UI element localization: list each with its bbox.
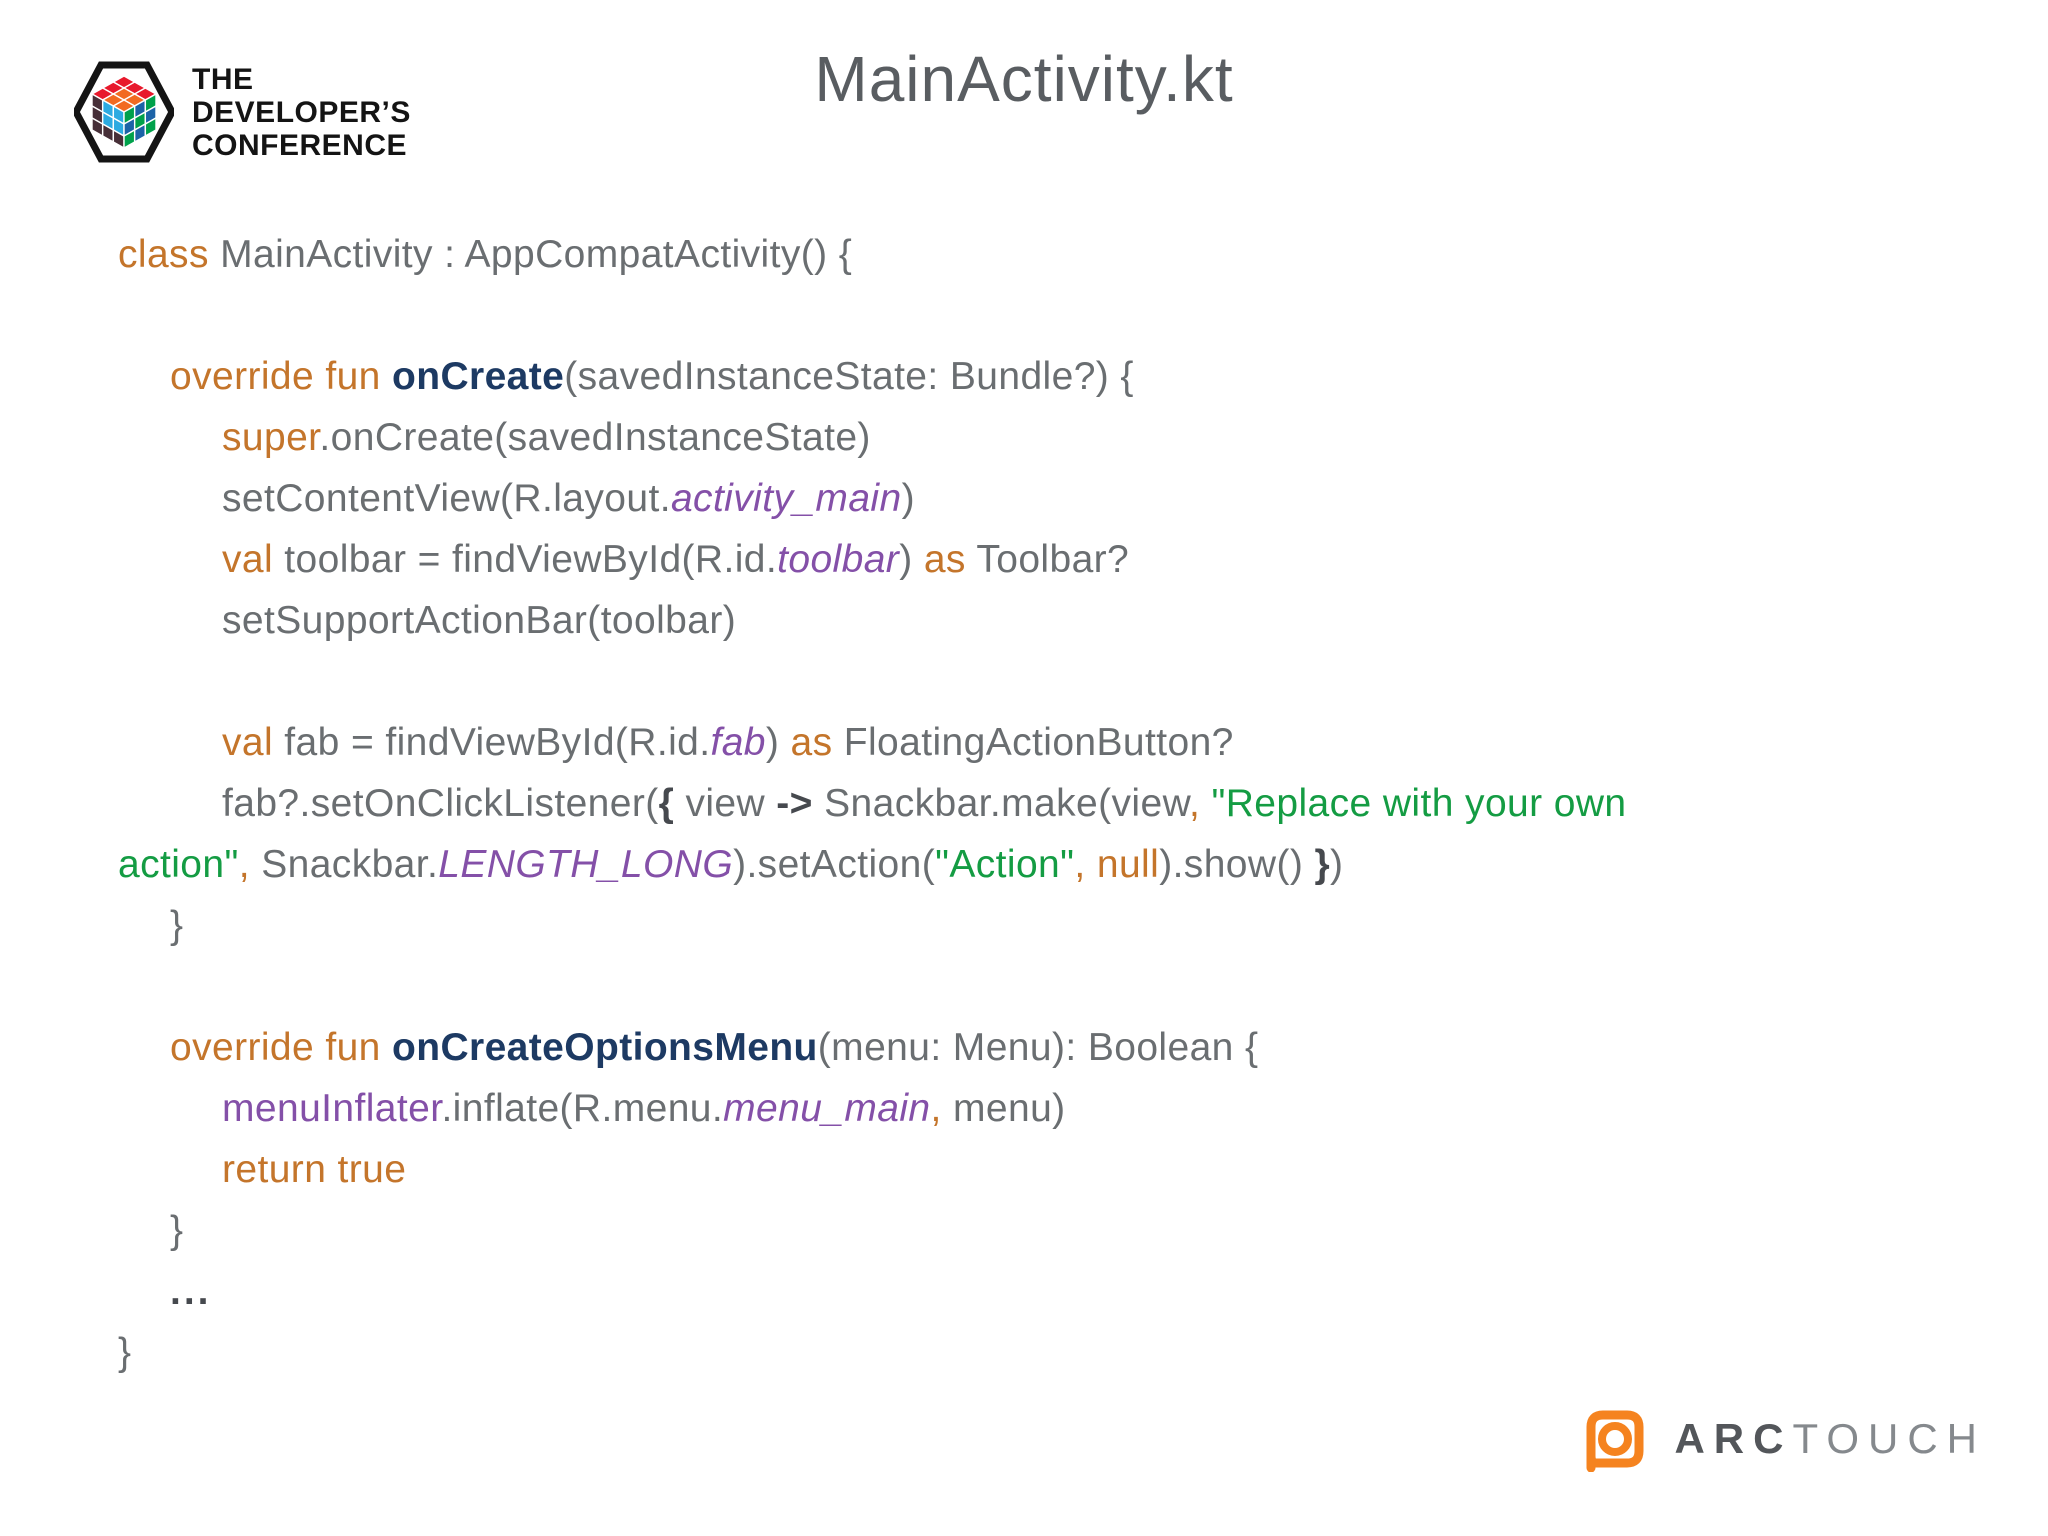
code-token: .onCreate(savedInstanceState): [319, 416, 871, 459]
code-token: ...: [170, 1270, 212, 1313]
code-token: ,: [1074, 843, 1086, 886]
code-line: val fab = findViewById(R.id.fab) as Floa…: [118, 712, 2028, 773]
tdc-logo-line-3: CONFERENCE: [192, 128, 408, 162]
code-token: Snackbar.: [249, 843, 439, 886]
code-token: [1200, 782, 1211, 825]
code-line: }: [118, 1322, 2028, 1383]
code-token: toolbar: [777, 538, 900, 581]
code-line: setContentView(R.layout.activity_main): [118, 468, 2028, 529]
tdc-logo: THE DEVELOPER’S CONFERENCE: [74, 56, 411, 168]
code-blank-line: [118, 285, 2028, 346]
code-token: as: [923, 538, 966, 581]
tdc-logo-line-2: DEVELOPER’S: [192, 95, 411, 129]
code-token: }: [170, 1209, 184, 1252]
code-token: menuInflater: [222, 1087, 442, 1130]
code-token: override fun: [170, 1026, 392, 1069]
code-blank-line: [118, 651, 2028, 712]
code-line: val toolbar = findViewById(R.id.toolbar)…: [118, 529, 2028, 590]
code-token: .inflate(R.menu.: [441, 1087, 724, 1130]
code-line: action", Snackbar.LENGTH_LONG).setAction…: [118, 834, 2028, 895]
code-token: onCreateOptionsMenu: [392, 1026, 818, 1069]
code-token: fab = findViewById(R.id.: [273, 721, 711, 764]
code-token: FloatingActionButton?: [832, 721, 1234, 764]
code-token: ,: [1188, 782, 1201, 825]
code-token: }: [118, 1331, 132, 1374]
code-token: (menu: Menu): Boolean {: [817, 1026, 1259, 1069]
code-token: ,: [238, 843, 250, 886]
code-token: ).show(): [1159, 843, 1315, 886]
code-token: as: [790, 721, 833, 764]
code-line: menuInflater.inflate(R.menu.menu_main, m…: [118, 1078, 2028, 1139]
code-token: ): [1330, 843, 1344, 886]
code-token: "Action": [935, 843, 1075, 886]
code-token: menu): [941, 1087, 1066, 1130]
code-token: null: [1096, 843, 1160, 886]
code-token: activity_main: [670, 477, 902, 520]
code-token: action": [118, 843, 239, 886]
code-token: ): [765, 721, 791, 764]
code-token: class: [118, 233, 221, 276]
code-token: val: [222, 538, 274, 581]
code-token: MainActivity : AppCompatActivity() {: [220, 233, 853, 276]
arctouch-spiral-icon: [1586, 1410, 1644, 1472]
code-line: super.onCreate(savedInstanceState): [118, 407, 2028, 468]
arctouch-wordmark-arc: ARC: [1674, 1415, 1793, 1462]
code-token: fab: [710, 721, 766, 764]
code-line: }: [118, 895, 2028, 956]
code-token: view: [674, 782, 777, 825]
code-token: ): [899, 538, 924, 581]
code-token: }: [1314, 843, 1331, 886]
tdc-hexagon-cube-icon: [74, 61, 174, 163]
code-blank-line: [118, 956, 2028, 1017]
code-token: [1086, 843, 1097, 886]
code-line: setSupportActionBar(toolbar): [118, 590, 2028, 651]
code-token: ,: [930, 1087, 942, 1130]
code-token: }: [170, 904, 184, 947]
code-line: }: [118, 1200, 2028, 1261]
code-token: ): [901, 477, 915, 520]
code-line: override fun onCreate(savedInstanceState…: [118, 346, 2028, 407]
slide-title: MainActivity.kt: [814, 43, 1234, 115]
arctouch-wordmark: ARCTOUCH: [1674, 1415, 1986, 1463]
code-token: "Replace with your own: [1211, 782, 1627, 825]
code-token: return true: [222, 1148, 407, 1191]
tdc-logo-text: THE DEVELOPER’S CONFERENCE: [192, 63, 411, 162]
code-line: fab?.setOnClickListener({ view -> Snackb…: [118, 773, 2028, 834]
code-token: setSupportActionBar(toolbar): [222, 599, 737, 642]
code-token: Toolbar?: [965, 538, 1130, 581]
code-token: {: [658, 782, 675, 825]
code-line: return true: [118, 1139, 2028, 1200]
code-token: ).setAction(: [733, 843, 936, 886]
code-line: ...: [118, 1261, 2028, 1322]
arctouch-logo: ARCTOUCH: [1582, 1406, 1986, 1472]
code-token: toolbar = findViewById(R.id.: [273, 538, 778, 581]
code-token: LENGTH_LONG: [438, 843, 734, 886]
code-token: (savedInstanceState: Bundle?) {: [564, 355, 1134, 398]
arctouch-wordmark-touch: TOUCH: [1792, 1415, 1986, 1462]
code-token: ->: [776, 782, 813, 825]
code-block: class MainActivity : AppCompatActivity()…: [118, 224, 2028, 1383]
code-line: override fun onCreateOptionsMenu(menu: M…: [118, 1017, 2028, 1078]
code-token: fab?.setOnClickListener(: [222, 782, 659, 825]
code-token: val: [222, 721, 274, 764]
tdc-logo-line-1: THE: [192, 62, 254, 96]
code-token: Snackbar.make(view: [812, 782, 1189, 825]
code-token: override fun: [170, 355, 392, 398]
code-token: setContentView(R.layout.: [222, 477, 671, 520]
code-token: onCreate: [392, 355, 565, 398]
code-token: menu_main: [723, 1087, 931, 1130]
code-line: class MainActivity : AppCompatActivity()…: [118, 224, 2028, 285]
code-token: super: [222, 416, 320, 459]
